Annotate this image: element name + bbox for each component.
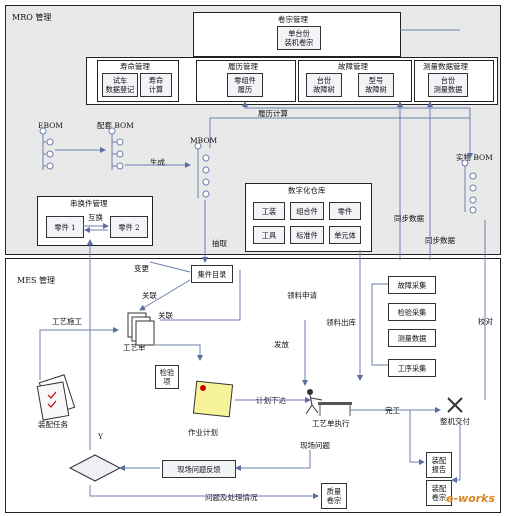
measure-title: 测量数据管理 xyxy=(423,62,468,71)
fault-item-2[interactable]: 型号 故障树 xyxy=(358,73,394,97)
measure-collect-box[interactable]: 测量数据 xyxy=(388,329,436,347)
process-collect-box[interactable]: 工序采集 xyxy=(388,359,436,377)
change-label: 变更 xyxy=(134,264,149,273)
shengcheng-label: 生成 xyxy=(150,158,165,167)
material-request-label: 领料申请 xyxy=(287,291,317,300)
peitao-bom-label: 配套 BOM xyxy=(97,121,134,130)
quality-archive[interactable]: 质量 卷宗 xyxy=(321,483,347,509)
work-plan-icon xyxy=(192,380,234,418)
warehouse-item-part[interactable]: 零件 xyxy=(329,202,361,220)
relate-label-2: 关联 xyxy=(158,311,173,320)
relate-label-1: 关联 xyxy=(142,291,157,300)
warehouse-item-standard[interactable]: 标准件 xyxy=(290,226,324,244)
fault-title: 故障管理 xyxy=(338,62,368,71)
life-item-2[interactable]: 寿命 计算 xyxy=(140,73,172,97)
history-item[interactable]: 零组件 履历 xyxy=(227,73,263,97)
mbom-tree-icon xyxy=(194,142,210,198)
serial-title: 串换件管理 xyxy=(70,199,108,208)
field-issue-label: 现场问题 xyxy=(300,441,330,450)
execute-label: 工艺单执行 xyxy=(312,419,350,428)
fault-collect-box[interactable]: 故障采集 xyxy=(388,276,436,294)
assembly-task-label: 装配任务 xyxy=(38,420,68,429)
peitao-bom-tree-icon xyxy=(108,127,124,170)
part2-box[interactable]: 零件 2 xyxy=(110,216,148,238)
kit-catalog[interactable]: 集件目录 xyxy=(191,265,233,283)
archive-title: 卷宗管理 xyxy=(278,15,308,24)
warehouse-item-unit[interactable]: 单元体 xyxy=(329,226,361,244)
release-label: 发放 xyxy=(274,340,289,349)
warehouse-item-tooling[interactable]: 工装 xyxy=(253,202,285,220)
fault-item-1[interactable]: 台份 故障树 xyxy=(306,73,342,97)
lvli-calc-label: 履历计算 xyxy=(258,109,288,118)
archive-item[interactable]: 单台份 装机卷宗 xyxy=(277,26,321,50)
serial-decision-diamond xyxy=(68,454,122,482)
shiwu-bom-label: 实物 BOM xyxy=(456,153,493,162)
part1-box[interactable]: 零件 1 xyxy=(46,216,84,238)
warehouse-item-assembly[interactable]: 组合件 xyxy=(290,202,324,220)
mbom-label: MBOM xyxy=(190,136,218,145)
measure-item[interactable]: 台份 测量数据 xyxy=(428,73,468,97)
delivery-tools-icon xyxy=(447,397,463,413)
shiwu-bom-tree-icon xyxy=(461,159,477,214)
history-title: 履历管理 xyxy=(228,62,258,71)
sync-data-label-1: 同步数据 xyxy=(394,214,424,223)
assembly-archive[interactable]: 装配 卷宗 xyxy=(426,480,452,506)
assembly-task-icon xyxy=(36,374,76,421)
warehouse-item-tool[interactable]: 工具 xyxy=(253,226,285,244)
sync-data-label-2: 同步数据 xyxy=(425,236,455,245)
extract-label: 抽取 xyxy=(212,239,227,248)
watermark-logo: e-works xyxy=(446,492,496,505)
process-construct-label: 工艺施工 xyxy=(52,317,82,326)
inspect-collect-box[interactable]: 检验采集 xyxy=(388,303,436,321)
mes-title: MES 管理 xyxy=(17,276,56,285)
life-item-1[interactable]: 试车 数据登记 xyxy=(102,73,138,97)
life-title: 寿命管理 xyxy=(120,62,150,71)
process-sheet-icon xyxy=(127,312,155,346)
swap-label: 互换 xyxy=(88,213,103,222)
work-plan-label: 作业计划 xyxy=(188,428,218,437)
ebom-tree-icon xyxy=(39,127,54,170)
assembly-report[interactable]: 装配 报告 xyxy=(426,452,452,478)
worker-execute-icon xyxy=(305,389,352,416)
material-issue-label: 领料出库 xyxy=(326,318,356,327)
issue-handling-label: 问题及处理情况 xyxy=(205,493,258,502)
delivery-label: 整机交付 xyxy=(440,417,470,426)
y-label: Y xyxy=(98,432,103,441)
mro-title: MRO 管理 xyxy=(12,13,52,22)
field-feedback-box[interactable]: 现场问题反馈 xyxy=(162,460,236,478)
ebom-label: EBOM xyxy=(38,121,63,130)
warehouse-title: 数字化仓库 xyxy=(288,186,326,195)
inspection-item[interactable]: 检验 项 xyxy=(155,365,179,389)
process-sheet-label: 工艺单 xyxy=(123,343,146,352)
